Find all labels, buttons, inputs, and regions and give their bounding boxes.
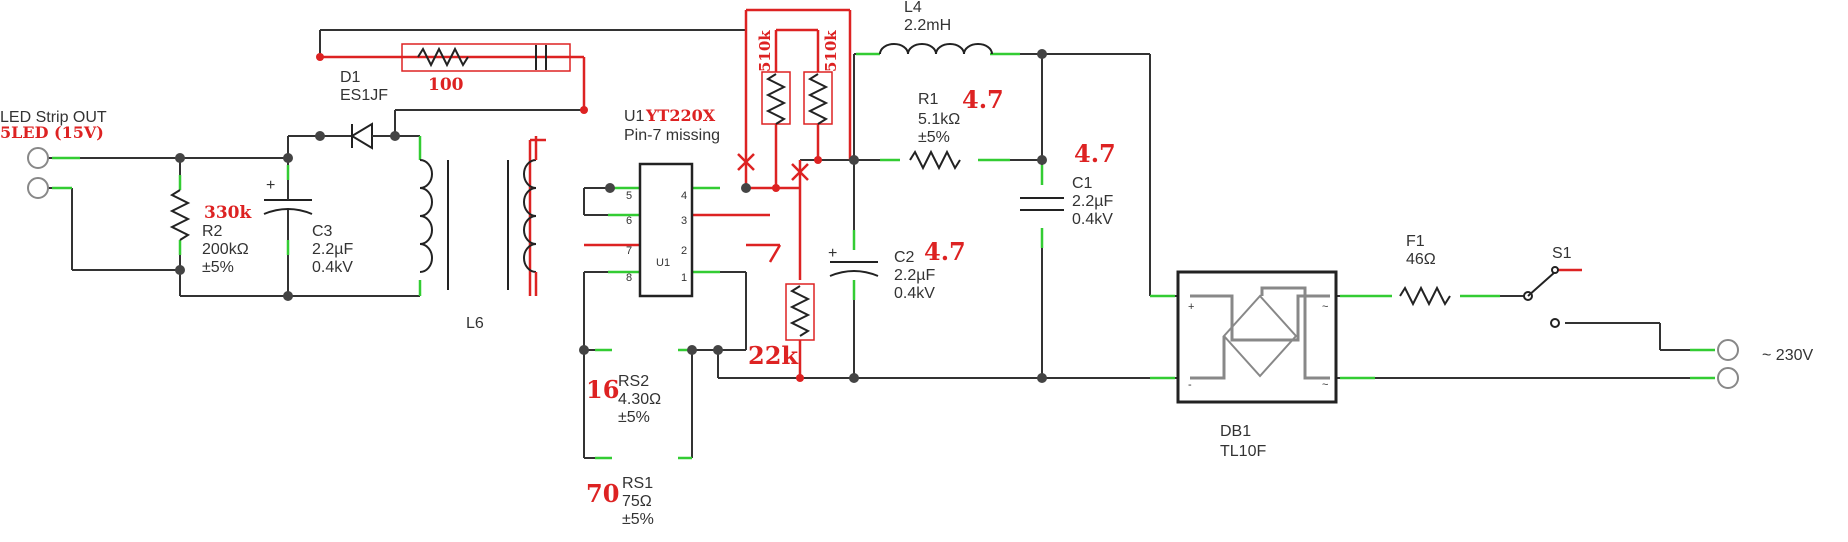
svg-text:2: 2: [681, 245, 687, 257]
c2-voltage: 0.4kV: [894, 285, 935, 302]
svg-text:8: 8: [626, 272, 632, 284]
cut-marks: [737, 153, 809, 181]
svg-text:5: 5: [626, 190, 632, 202]
snubber-r-value: 100: [428, 75, 464, 95]
d1-name: D1: [340, 69, 361, 86]
c1-voltage: 0.4kV: [1072, 211, 1113, 228]
svg-text:+: +: [828, 245, 837, 262]
r2-name: R2: [202, 223, 223, 240]
r1-value: 5.1kΩ: [918, 111, 960, 128]
rs1-tolerance: ±5%: [622, 511, 654, 528]
d1-diode: [340, 122, 380, 150]
r510-pair: [761, 71, 833, 125]
c1-value: 2.2µF: [1072, 193, 1113, 210]
c3-capacitor: +: [263, 177, 313, 240]
rs1-measured: 70: [586, 479, 619, 508]
wires: [40, 29, 1710, 459]
rs2-value: 4.30Ω: [618, 391, 661, 408]
r1-tolerance: ±5%: [918, 129, 950, 146]
rs1-name: RS1: [622, 475, 653, 492]
s1-name: S1: [1552, 245, 1572, 262]
db1-part: TL10F: [1220, 443, 1266, 460]
r2-tolerance: ±5%: [202, 259, 234, 276]
r22k-resistor: [785, 283, 815, 341]
l4-inductor: [879, 43, 993, 55]
rs2-tolerance: ±5%: [618, 409, 650, 426]
db1-bridge: + - ~ ~: [1176, 270, 1338, 404]
u1-note: Pin-7 missing: [624, 127, 720, 144]
db1-name: DB1: [1220, 423, 1251, 440]
r1-measured: 4.7: [962, 85, 1004, 114]
l4-value: 2.2mH: [904, 17, 951, 34]
mains-label: ~ 230V: [1762, 347, 1813, 364]
c3-value: 2.2µF: [312, 241, 353, 258]
r22k-label: 22k: [748, 341, 799, 370]
c1-name: C1: [1072, 175, 1093, 192]
snubber-rc: [401, 43, 571, 72]
led-count-label: 5LED (15V): [0, 123, 104, 142]
r510a-label: 510k: [756, 30, 774, 72]
svg-text:3: 3: [681, 215, 687, 227]
d1-part: ES1JF: [340, 87, 388, 104]
c2-name: C2: [894, 249, 915, 266]
c1-capacitor: [1020, 197, 1064, 211]
s1-switch: [1523, 266, 1582, 328]
r2-measured: 330k: [204, 203, 252, 223]
r1-name: R1: [918, 91, 939, 108]
f1-fuse: [1399, 285, 1451, 307]
rs1-value: 75Ω: [622, 493, 652, 510]
c3-voltage: 0.4kV: [312, 259, 353, 276]
f1-value: 46Ω: [1406, 251, 1436, 268]
r2-resistor: [169, 189, 191, 241]
f1-name: F1: [1406, 233, 1425, 250]
svg-text:1: 1: [681, 272, 687, 284]
c3-name: C3: [312, 223, 333, 240]
svg-text:~: ~: [1322, 301, 1328, 313]
led-strip-label: LED Strip OUT: [0, 109, 107, 126]
junctions: [175, 49, 1047, 383]
c2-capacitor: +: [828, 245, 879, 277]
pin-stubs: [52, 52, 1715, 460]
rs2-measured: 16: [586, 375, 619, 404]
u1-chip-label: U1: [656, 257, 670, 269]
r1-resistor: [909, 149, 961, 171]
u1-name: U1: [624, 108, 645, 125]
svg-text:+: +: [1188, 301, 1194, 313]
rs2-name: RS2: [618, 373, 649, 390]
svg-text:+: +: [266, 177, 275, 194]
u1-part: YT220X: [645, 106, 716, 125]
r510b-label: 510k: [822, 30, 840, 72]
l4-name: L4: [904, 0, 922, 16]
svg-text:6: 6: [626, 215, 632, 227]
c2-measured: 4.7: [924, 237, 966, 266]
svg-text:-: -: [1188, 379, 1192, 391]
u1-ic: 5 6 7 8 4 3 2 1: [626, 162, 694, 298]
led-output-terminals: [27, 147, 49, 199]
c1-measured: 4.7: [1074, 139, 1116, 168]
l6-transformer: [419, 136, 538, 296]
svg-text:7: 7: [626, 245, 632, 257]
c2-value: 2.2µF: [894, 267, 935, 284]
r2-value: 200kΩ: [202, 241, 249, 258]
svg-text:~: ~: [1322, 379, 1328, 391]
l6-name: L6: [466, 315, 484, 332]
mains-terminals: [1717, 339, 1739, 389]
svg-text:4: 4: [681, 190, 687, 202]
